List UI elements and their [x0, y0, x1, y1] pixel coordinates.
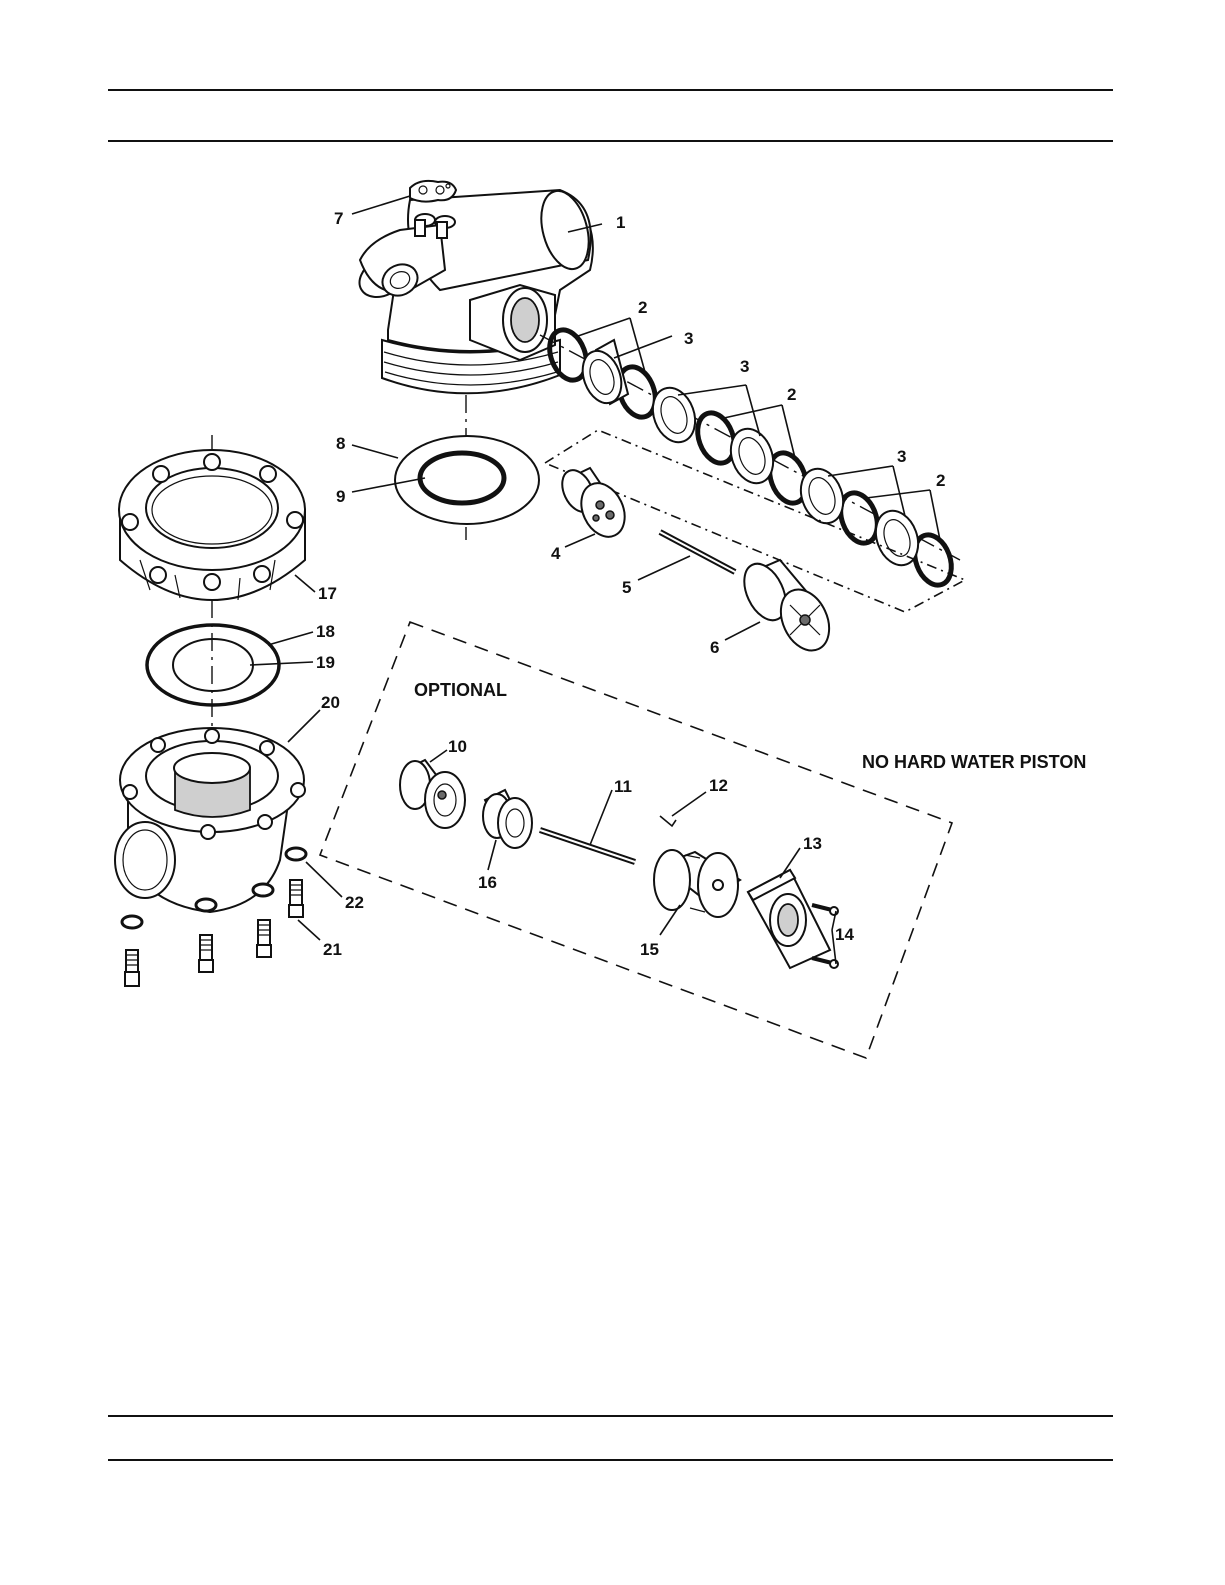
flange-part-17 [119, 450, 305, 600]
callout-11: 11 [614, 777, 632, 796]
callout-14: 14 [835, 925, 854, 944]
callout-3: 3 [897, 447, 906, 466]
valve-body-part-1 [352, 186, 596, 394]
callout-18: 18 [316, 622, 335, 641]
spacer-part-16 [483, 790, 532, 848]
callout-1: 1 [616, 213, 625, 232]
callout-2: 2 [638, 298, 647, 317]
no-hard-water-piston-label: NO HARD WATER PISTON [862, 752, 1086, 772]
end-plate-part-13 [748, 870, 830, 968]
base-part-20 [115, 728, 305, 912]
callout-8: 8 [336, 434, 345, 453]
callout-9: 9 [336, 487, 345, 506]
callout-7: 7 [334, 209, 343, 228]
pin-part-5 [660, 532, 735, 572]
callout-3: 3 [740, 357, 749, 376]
piston-part-4 [556, 465, 633, 544]
clip-part-12 [660, 816, 676, 826]
callout-19: 19 [316, 653, 335, 672]
callout-2: 2 [936, 471, 945, 490]
callout-16: 16 [478, 873, 497, 892]
callout-22: 22 [345, 893, 364, 912]
callout-13: 13 [803, 834, 822, 853]
stem-part-11 [540, 830, 635, 862]
callout-17: 17 [318, 584, 337, 603]
callout-21: 21 [323, 940, 342, 959]
callout-10: 10 [448, 737, 467, 756]
callout-20: 20 [321, 693, 340, 712]
callout-5: 5 [622, 578, 631, 597]
piston-body-part-15 [654, 850, 740, 917]
callout-12: 12 [709, 776, 728, 795]
piston-part-10 [400, 760, 465, 828]
callout-15: 15 [640, 940, 659, 959]
callout-2: 2 [787, 385, 796, 404]
callout-6: 6 [710, 638, 719, 657]
callout-3: 3 [684, 329, 693, 348]
callout-4: 4 [551, 544, 561, 563]
seal-ring-part-19 [173, 639, 253, 691]
gasket-part-7 [410, 181, 456, 202]
optional-label: OPTIONAL [414, 680, 507, 700]
end-plug-part-6 [736, 557, 838, 658]
